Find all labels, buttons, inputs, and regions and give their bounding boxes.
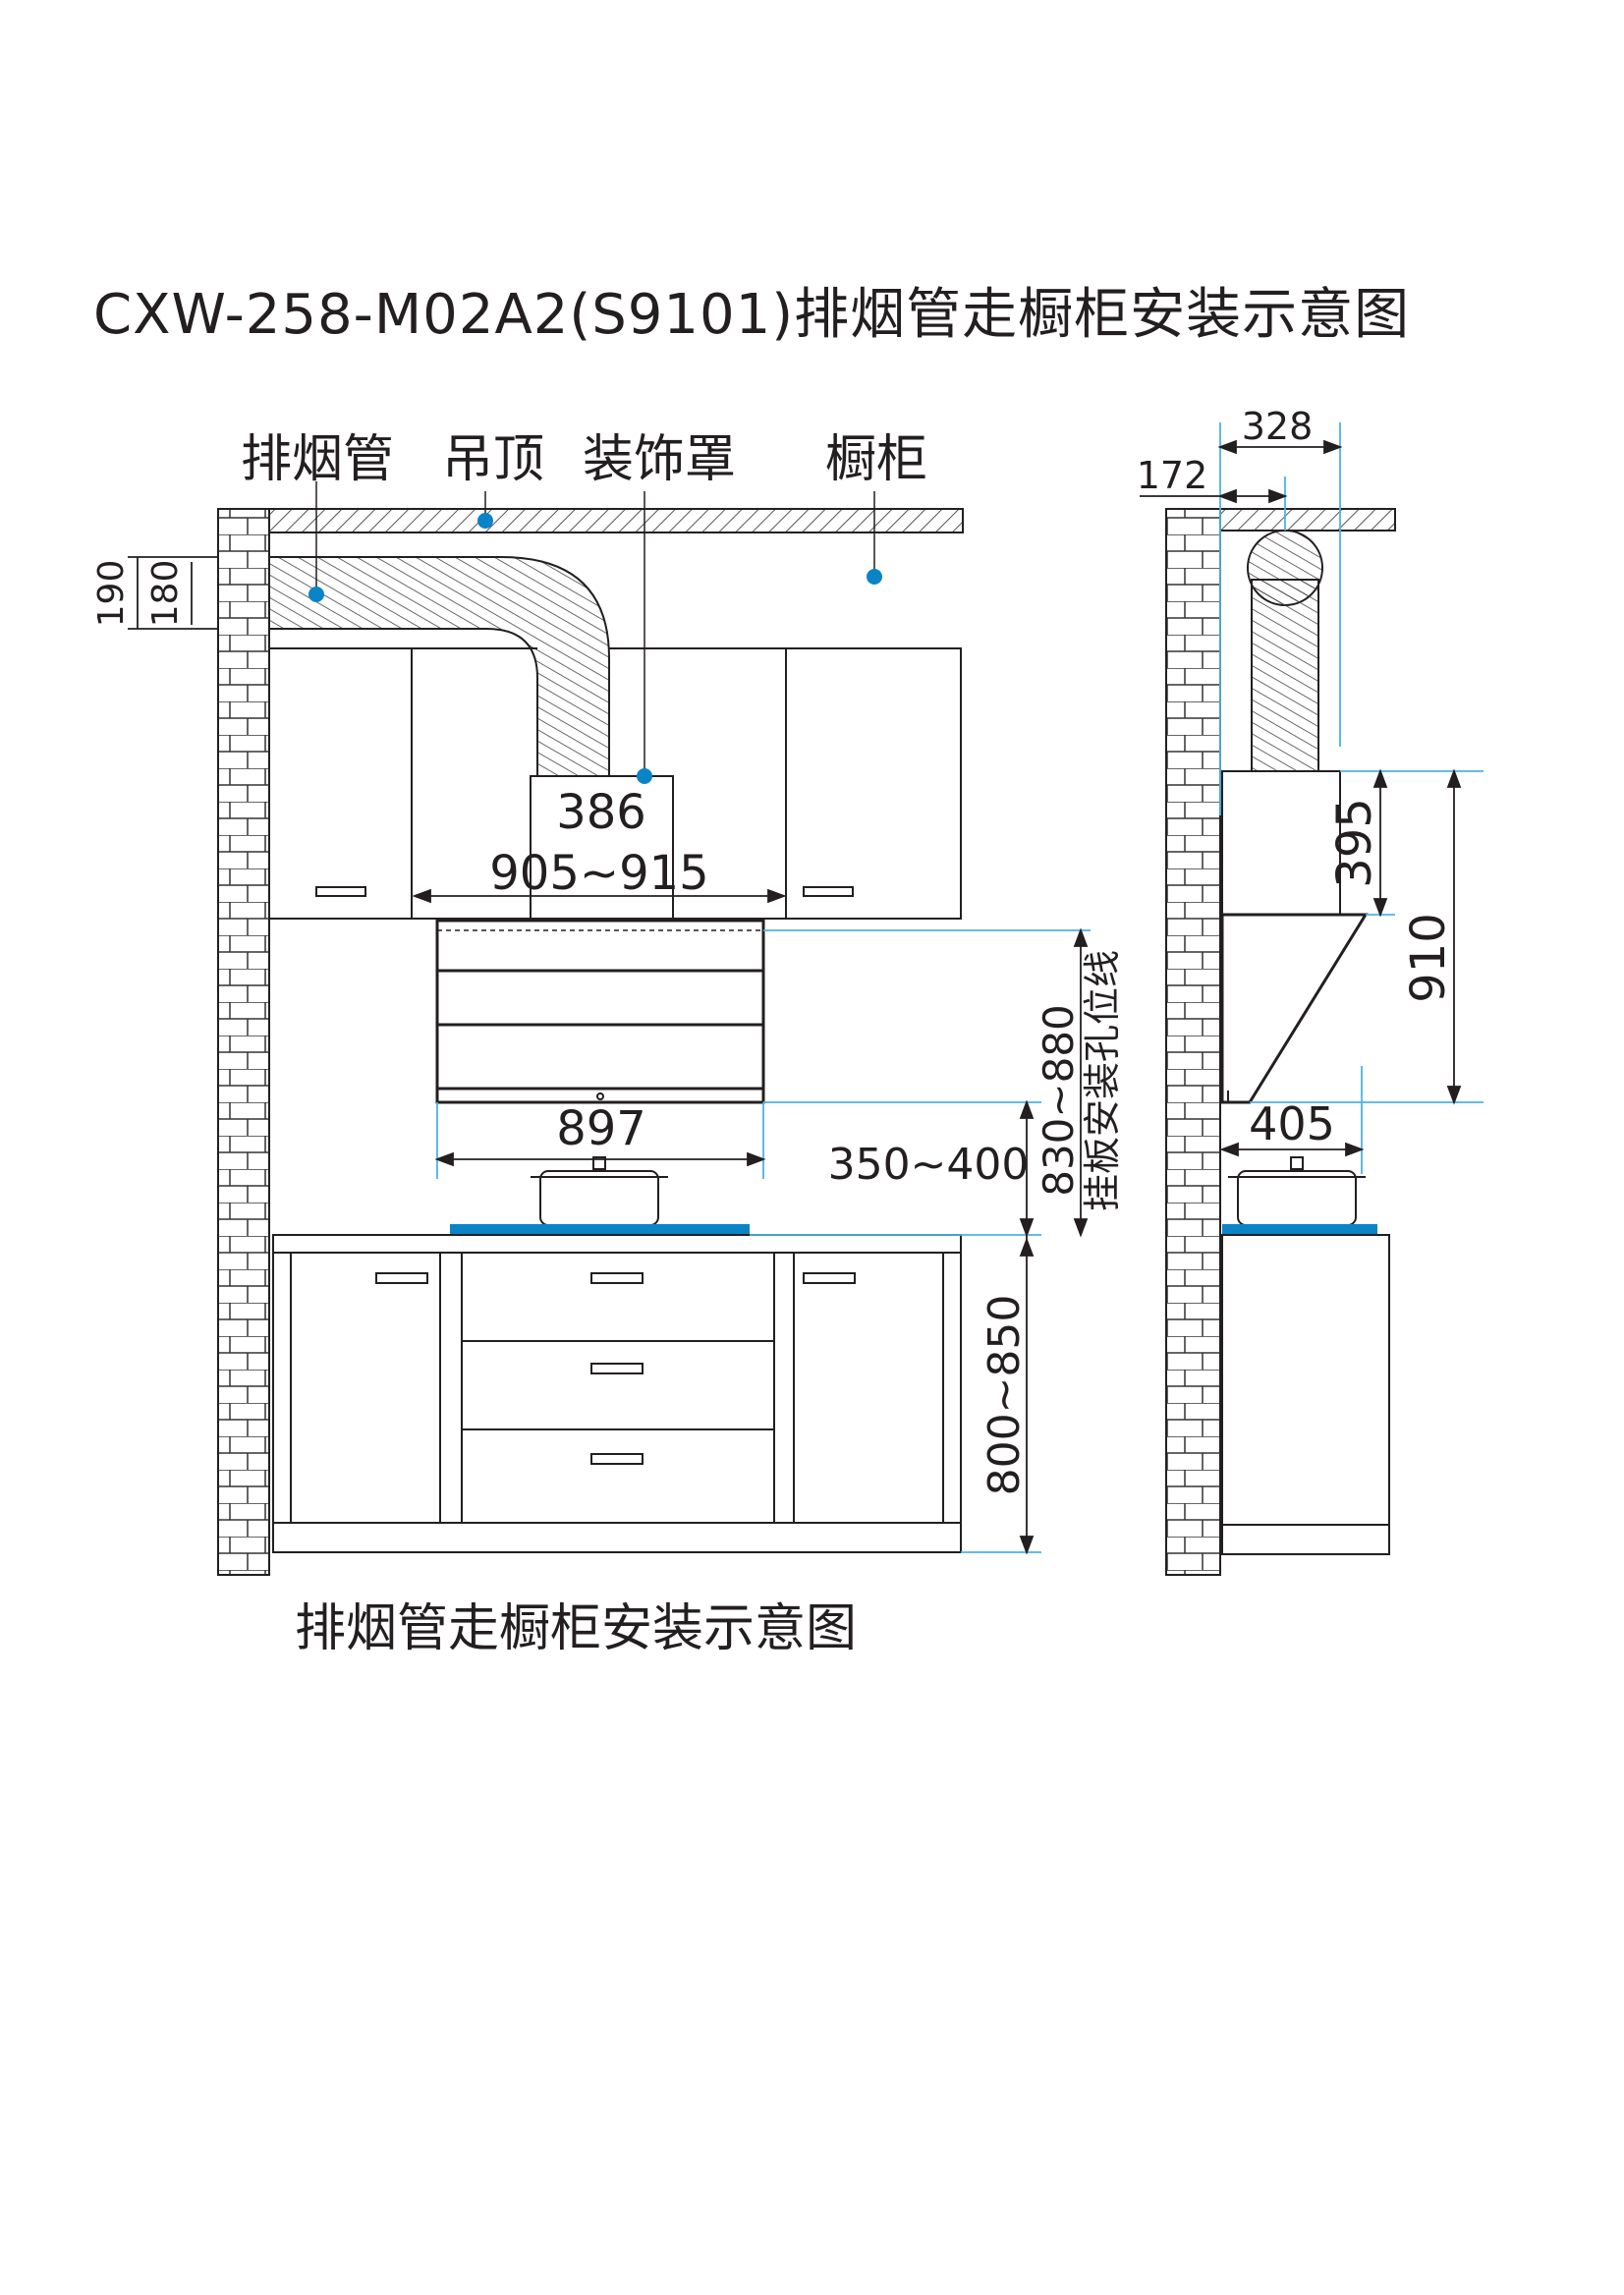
base-door-right xyxy=(793,1252,944,1524)
base-cabinet-plinth xyxy=(272,1522,962,1553)
side-view xyxy=(1165,508,1396,1576)
side-counter xyxy=(1221,1234,1390,1526)
side-brick-wall xyxy=(1165,508,1221,1576)
dim-hood-width: 897 xyxy=(556,1101,646,1156)
label-cabinet: 橱柜 xyxy=(825,430,927,489)
upper-cabinet-left-handle xyxy=(315,886,366,897)
upper-cabinet-right xyxy=(785,647,962,920)
range-hood xyxy=(435,919,765,1104)
base-drawer-3 xyxy=(461,1428,775,1524)
countertop xyxy=(272,1234,962,1254)
callout-dots xyxy=(308,513,882,784)
dim-counter-height: 800~850 xyxy=(980,1295,1030,1496)
dim-mount-height: 830~880 xyxy=(1035,1004,1083,1197)
side-ceiling xyxy=(1219,508,1396,532)
side-duct xyxy=(1251,579,1319,772)
side-cooktop xyxy=(1222,1224,1377,1235)
exhaust-duct xyxy=(268,556,610,777)
front-brick-wall xyxy=(217,508,270,1576)
upper-cabinet-left-door xyxy=(268,647,413,920)
dim-mount-line-label: 挂板安装孔位线 xyxy=(1081,950,1124,1211)
dim-side-total: 328 xyxy=(1242,405,1314,448)
upper-cabinet-left xyxy=(268,647,413,920)
decorative-cover xyxy=(530,775,674,920)
pot xyxy=(539,1170,659,1226)
dim-side-total-height: 910 xyxy=(1401,913,1456,1003)
dim-side-wall: 172 xyxy=(1137,454,1208,497)
cooktop xyxy=(450,1224,750,1235)
side-dimensions xyxy=(1140,422,1484,1174)
front-dimensions xyxy=(128,556,1091,1555)
label-cover: 装饰罩 xyxy=(583,430,736,489)
dim-duct-outer: 190 xyxy=(91,560,132,628)
front-view xyxy=(217,508,964,1576)
callout-leaders xyxy=(315,481,875,776)
dim-hob-to-hood: 350~400 xyxy=(828,1140,1030,1190)
side-cover xyxy=(1221,770,1341,916)
dim-side-cover-height: 395 xyxy=(1327,798,1382,888)
upper-cabinet-right-handle xyxy=(803,886,854,897)
side-hood-profile xyxy=(1220,913,1369,1104)
drawing-title: CXW-258-M02A2(S9101)排烟管走橱柜安装示意图 xyxy=(93,283,1411,347)
labels: 排烟管 吊顶 装饰罩 橱柜 190 180 386 905~915 897 35… xyxy=(91,405,1456,1495)
drawing-caption: 排烟管走橱柜安装示意图 xyxy=(295,1599,858,1658)
dim-duct-inner: 180 xyxy=(145,560,186,628)
label-duct: 排烟管 xyxy=(241,430,394,489)
dim-side-depth: 405 xyxy=(1249,1097,1335,1150)
dim-cabinet-gap: 905~915 xyxy=(489,846,708,901)
label-ceiling: 吊顶 xyxy=(442,430,544,489)
base-cabinet-frame xyxy=(272,1252,962,1524)
base-drawer-2 xyxy=(461,1340,775,1430)
base-drawer-1 xyxy=(461,1252,775,1342)
dim-cover-width: 386 xyxy=(556,785,646,840)
base-door-left xyxy=(290,1252,441,1524)
side-pot xyxy=(1237,1170,1357,1226)
front-ceiling xyxy=(268,508,964,533)
